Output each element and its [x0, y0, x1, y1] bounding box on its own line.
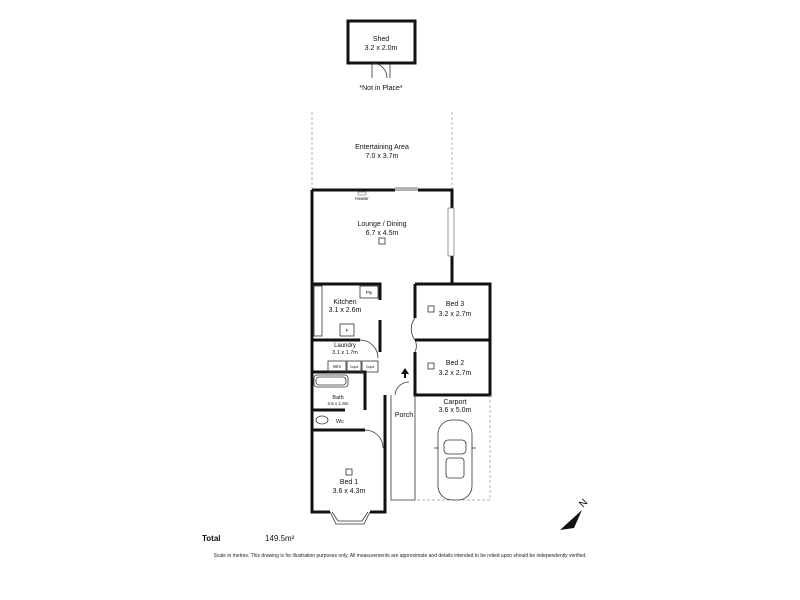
- pantry-label: Pty: [366, 290, 373, 295]
- shed-label: Shed: [373, 36, 389, 43]
- lounge-size: 6.7 x 4.5m: [366, 230, 399, 237]
- cupd-label-1: Cupd: [350, 365, 358, 369]
- bed-1: Bed 1 3.6 x 4.3m: [329, 468, 371, 525]
- kitchen-label: Kitchen: [333, 299, 356, 306]
- lounge-dining: Lounge / Dining 6.7 x 4.5m: [357, 221, 407, 245]
- bed3-size: 3.2 x 2.7m: [439, 311, 472, 318]
- entry-arrow-icon: [401, 368, 409, 378]
- entertaining-area: Entertaining Area 7.0 x 3.7m: [311, 112, 453, 190]
- bed3-label: Bed 3: [446, 301, 464, 308]
- bed1-size: 3.6 x 4.3m: [333, 488, 366, 495]
- wm-label: Wm: [333, 364, 341, 369]
- laundry-label: Laundry: [334, 343, 356, 349]
- total-area: 149.5m²: [265, 534, 295, 543]
- porch-label: Porch: [395, 412, 413, 419]
- shed: Shed 3.2 x 2.0m *Not in Place*: [346, 19, 417, 92]
- bed2-size: 3.2 x 2.7m: [439, 370, 472, 377]
- bed2-label: Bed 2: [446, 360, 464, 367]
- bath-size: 2.6 x 1.8m: [327, 401, 348, 406]
- disclaimer: Scale in metres. This drawing is for ill…: [213, 553, 587, 559]
- shed-size: 3.2 x 2.0m: [365, 45, 398, 52]
- laundry-size: 3.1 x 1.7m: [332, 350, 358, 356]
- kitchen-size: 3.1 x 2.6m: [329, 307, 362, 314]
- wc-label: Wc: [336, 419, 344, 425]
- cupd-label-2: Cupd: [366, 365, 374, 369]
- total-label: Total: [202, 534, 221, 543]
- bed1-label: Bed 1: [340, 479, 358, 486]
- entertaining-size: 7.0 x 3.7m: [366, 153, 399, 160]
- carport-label: Carport: [443, 399, 466, 406]
- shed-note: *Not in Place*: [359, 85, 402, 92]
- carport-size: 3.6 x 5.0m: [439, 407, 472, 414]
- lounge-label: Lounge / Dining: [357, 221, 406, 228]
- heater-label: Heater: [355, 196, 369, 201]
- north-label: N: [577, 497, 590, 510]
- north-arrow-icon: N: [560, 497, 590, 530]
- entertaining-label: Entertaining Area: [355, 144, 409, 151]
- bath-label: Bath: [332, 395, 343, 401]
- fridge-label: F: [346, 328, 349, 333]
- car-icon: [434, 419, 476, 501]
